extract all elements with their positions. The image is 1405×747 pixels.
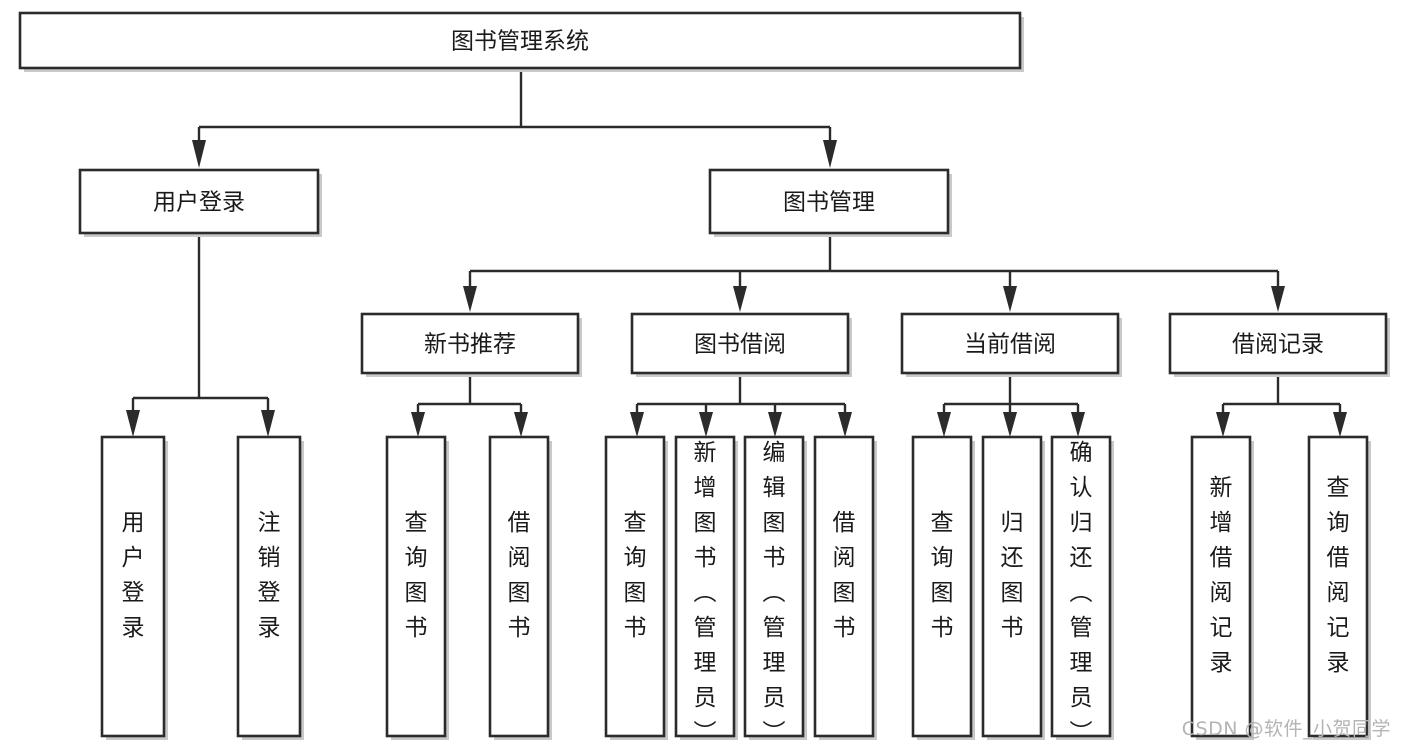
arrow-bookmgmt-to-newbook xyxy=(463,286,477,312)
leaf-query-book-3-label: 查询图书 xyxy=(931,510,954,641)
leaf-borrow-book-1-box xyxy=(488,435,550,738)
node-leaf-confirm-return[interactable]: 确认归还︵管理员︶ xyxy=(1050,435,1114,746)
leaf-confirm-return-box xyxy=(1050,435,1112,738)
arrow-borrow-to-leaf3 xyxy=(768,412,782,437)
leaf-query-record-label: 查询借阅记录 xyxy=(1327,475,1350,676)
leaf-borrow-book-2-box xyxy=(813,435,875,738)
arrow-newbook-to-leaf1 xyxy=(411,412,425,437)
leaf-borrow-book-2-label: 借阅图书 xyxy=(833,510,856,641)
root-box xyxy=(18,11,1022,70)
node-leaf-add-book[interactable]: 新增图书︵管理员︶ xyxy=(674,435,738,746)
leaf-add-record-box xyxy=(1190,435,1252,738)
arrow-bookmgmt-to-record xyxy=(1271,286,1285,312)
arrow-newbook-to-leaf2 xyxy=(514,412,528,437)
leaf-query-book-3-box xyxy=(911,435,973,738)
arrow-root-to-book-mgmt xyxy=(823,140,837,168)
leaf-add-book-label: 新增图书︵管理员︶ xyxy=(694,440,717,746)
book-management-box xyxy=(708,168,950,235)
book-borrow-label: 图书借阅 xyxy=(694,332,786,358)
node-leaf-edit-book[interactable]: 编辑图书︵管理员︶ xyxy=(743,435,807,746)
node-leaf-borrow-book-1[interactable]: 借阅图书 xyxy=(488,435,552,740)
node-leaf-add-record[interactable]: 新增借阅记录 xyxy=(1190,435,1254,740)
current-borrow-label: 当前借阅 xyxy=(964,332,1056,358)
new-book-recommend-label: 新书推荐 xyxy=(424,332,516,358)
arrow-bookmgmt-to-borrow xyxy=(733,286,747,312)
node-root[interactable]: 图书管理系统 xyxy=(18,11,1024,72)
leaf-return-book-box xyxy=(981,435,1043,738)
leaf-add-book-box xyxy=(674,435,736,738)
book-management-label: 图书管理 xyxy=(783,190,875,216)
leaf-query-book-1-box xyxy=(385,435,447,738)
leaf-edit-book-label: 编辑图书︵管理员︶ xyxy=(763,440,786,746)
leaf-query-book-1-label: 查询图书 xyxy=(405,510,428,641)
leaf-return-book-label: 归还图书 xyxy=(1001,510,1024,641)
arrow-userlogin-to-leaf1 xyxy=(126,410,140,437)
user-login-box xyxy=(78,168,320,235)
leaf-borrow-book-1-label: 借阅图书 xyxy=(508,510,531,641)
leaf-user-login-label: 用户登录 xyxy=(122,510,145,641)
node-user-login[interactable]: 用户登录 xyxy=(78,168,322,237)
leaf-query-record-box xyxy=(1307,435,1369,738)
leaf-logout-box xyxy=(236,435,302,738)
book-borrow-box xyxy=(630,312,850,375)
arrow-record-to-leaf1 xyxy=(1216,412,1230,437)
arrow-borrow-to-leaf1 xyxy=(630,412,644,437)
node-leaf-return-book[interactable]: 归还图书 xyxy=(981,435,1045,740)
arrow-borrow-to-leaf4 xyxy=(838,412,852,437)
node-current-borrow[interactable]: 当前借阅 xyxy=(900,312,1122,377)
leaf-confirm-return-label: 确认归还︵管理员︶ xyxy=(1070,440,1093,746)
node-book-borrow[interactable]: 图书借阅 xyxy=(630,312,852,377)
leaf-user-login-box xyxy=(100,435,166,738)
arrow-current-to-leaf2 xyxy=(1003,412,1017,437)
arrow-current-to-leaf3 xyxy=(1071,412,1085,437)
arrow-root-to-user-login xyxy=(192,140,206,168)
arrow-borrow-to-leaf2 xyxy=(699,412,713,437)
leaf-edit-book-box xyxy=(743,435,805,738)
leaf-add-record-label: 新增借阅记录 xyxy=(1210,475,1233,676)
node-leaf-query-record[interactable]: 查询借阅记录 xyxy=(1307,435,1371,740)
borrow-record-label: 借阅记录 xyxy=(1232,332,1324,358)
leaf-logout-label: 注销登录 xyxy=(258,510,281,641)
current-borrow-box xyxy=(900,312,1120,375)
borrow-record-box xyxy=(1168,312,1388,375)
node-leaf-user-login[interactable]: 用户登录 xyxy=(100,435,168,740)
leaf-query-book-2-label: 查询图书 xyxy=(624,510,647,641)
arrow-bookmgmt-to-current xyxy=(1003,286,1017,312)
node-leaf-query-book-2[interactable]: 查询图书 xyxy=(604,435,668,740)
node-new-book-recommend[interactable]: 新书推荐 xyxy=(360,312,582,377)
node-leaf-logout[interactable]: 注销登录 xyxy=(236,435,304,740)
node-leaf-query-book-3[interactable]: 查询图书 xyxy=(911,435,975,740)
user-login-label: 用户登录 xyxy=(153,190,245,216)
arrow-userlogin-to-leaf2 xyxy=(261,410,275,437)
leaf-query-book-2-box xyxy=(604,435,666,738)
arrow-record-to-leaf2 xyxy=(1333,412,1347,437)
node-book-management[interactable]: 图书管理 xyxy=(708,168,952,237)
node-leaf-query-book-1[interactable]: 查询图书 xyxy=(385,435,449,740)
arrow-current-to-leaf1 xyxy=(937,412,951,437)
root-label: 图书管理系统 xyxy=(451,29,589,55)
new-book-recommend-box xyxy=(360,312,580,375)
edge-layer xyxy=(126,68,1347,437)
node-leaf-borrow-book-2[interactable]: 借阅图书 xyxy=(813,435,877,740)
node-borrow-record[interactable]: 借阅记录 xyxy=(1168,312,1390,377)
